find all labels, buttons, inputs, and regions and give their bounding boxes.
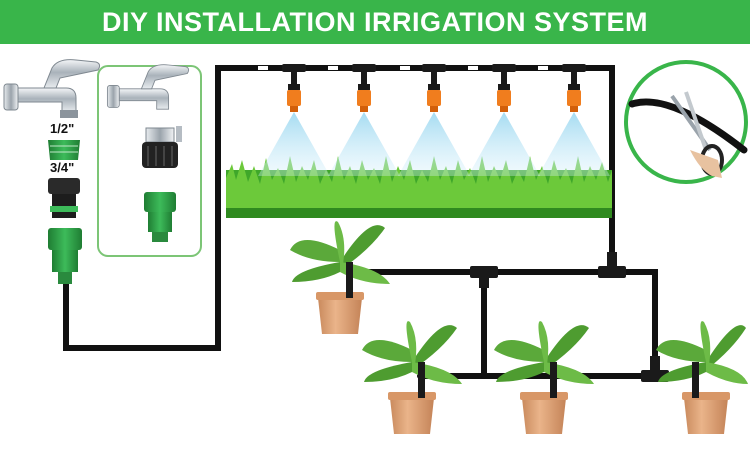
scissors-icon <box>626 62 746 182</box>
threaded-adapter-icon <box>48 140 80 218</box>
faucet-icon <box>4 60 100 118</box>
tee-connector-icon <box>470 266 498 288</box>
drip-stake-icon <box>692 362 699 398</box>
half-inch-label: 1/2" <box>50 121 74 136</box>
mist-nozzle-icon <box>562 64 586 112</box>
three-quarter-inch-label: 3/4" <box>50 160 74 175</box>
mist-spray <box>258 112 610 176</box>
mist-nozzle-icon <box>352 64 376 112</box>
mist-nozzle-icon <box>492 64 516 112</box>
mist-nozzles <box>282 64 586 112</box>
quick-connector-icon <box>48 228 82 284</box>
drip-stake-icon <box>346 262 353 298</box>
potted-plant-icon <box>362 321 462 434</box>
potted-plant-icon <box>290 221 390 334</box>
tee-connector-icon <box>598 252 626 278</box>
potted-plant-icon <box>656 321 748 434</box>
mist-nozzle-icon <box>282 64 306 112</box>
drip-stake-icon <box>418 362 425 398</box>
mist-nozzle-icon <box>422 64 446 112</box>
universal-tap-adapter-icon <box>142 126 182 168</box>
drip-stake-icon <box>550 362 557 398</box>
